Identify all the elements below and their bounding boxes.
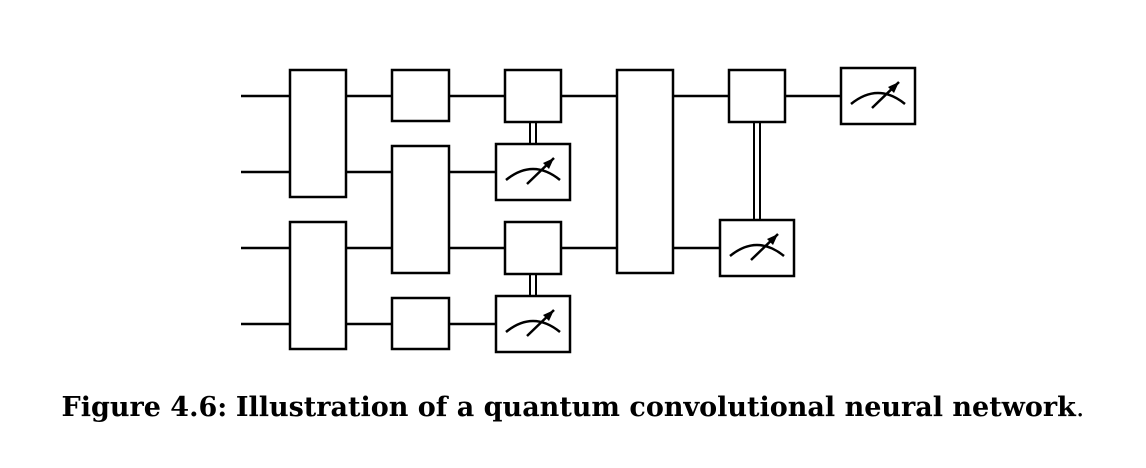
caption-label: Figure 4.6: [61, 392, 228, 423]
measure-q0-out [839, 66, 917, 126]
classical-controls [529, 122, 761, 296]
gate-l4 [615, 68, 675, 275]
measure-q2 [718, 218, 796, 278]
measure-q3 [494, 294, 572, 354]
caption-period: . [1075, 392, 1085, 423]
measure-q1 [494, 142, 572, 202]
gate-l1-a [288, 68, 348, 199]
qcnn-circuit-diagram [241, 66, 917, 354]
pool-ctrl-top [503, 68, 563, 124]
caption-text: Illustration of a quantum convolutional … [235, 392, 1076, 423]
pool-ctrl-final [727, 68, 787, 124]
classical-control-final [753, 122, 761, 220]
gate-l1-b [288, 220, 348, 351]
classical-control-bottom [529, 274, 537, 296]
gate-l2-top [390, 68, 451, 123]
gate-l2-mid [390, 144, 451, 275]
classical-control-top [529, 122, 537, 144]
pool-ctrl-bot [503, 220, 563, 276]
measurements [494, 66, 917, 354]
wires [241, 94, 841, 326]
gate-l2-bot [390, 296, 451, 351]
gates [288, 68, 787, 351]
figure-caption: Figure 4.6: Illustration of a quantum co… [0, 392, 1146, 423]
